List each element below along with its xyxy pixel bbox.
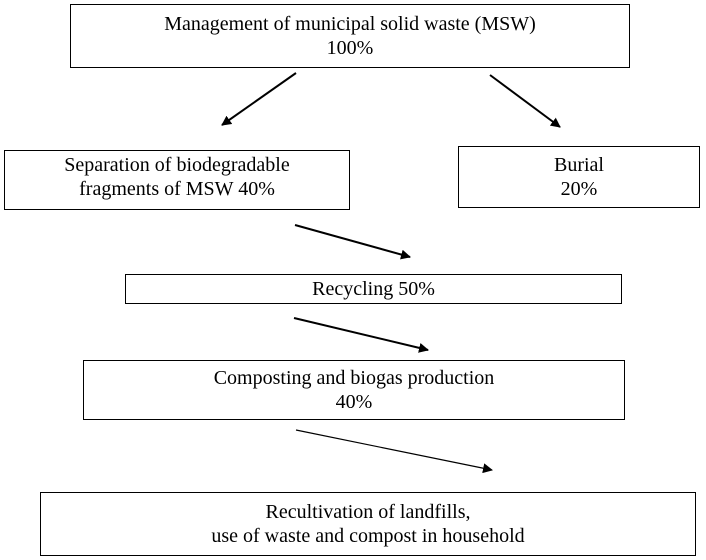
node-separation-line-1: Separation of biodegradable: [64, 154, 290, 176]
node-burial-line-2: 20%: [560, 178, 598, 200]
node-recultivation-line-1: Recultivation of landfills,: [265, 501, 471, 523]
node-burial: Burial 20%: [458, 146, 700, 208]
node-recultivation: Recultivation of landfills, use of waste…: [40, 492, 696, 556]
arrow-msw-to-burial: [489, 74, 561, 128]
node-recultivation-line-2: use of waste and compost in household: [211, 525, 525, 547]
node-composting-line-1: Composting and biogas production: [213, 367, 495, 389]
node-separation-line-2: fragments of MSW 40%: [79, 178, 275, 200]
node-separation: Separation of biodegradable fragments of…: [4, 150, 350, 210]
node-msw-line-1: Management of municipal solid waste (MSW…: [164, 13, 536, 35]
arrow-recycling-to-composting: [293, 317, 429, 353]
node-recycling-line-1: Recycling 50%: [312, 278, 435, 300]
node-composting-line-2: 40%: [335, 391, 373, 413]
node-msw-line-2: 100%: [326, 37, 374, 59]
node-msw-management: Management of municipal solid waste (MSW…: [70, 4, 630, 68]
node-composting: Composting and biogas production 40%: [83, 360, 625, 420]
arrow-composting-to-recultivation: [295, 429, 493, 474]
arrow-separation-to-recycling: [294, 224, 411, 260]
node-burial-line-1: Burial: [554, 154, 604, 176]
arrow-msw-to-separation: [221, 72, 297, 126]
node-recycling: Recycling 50%: [125, 274, 622, 304]
